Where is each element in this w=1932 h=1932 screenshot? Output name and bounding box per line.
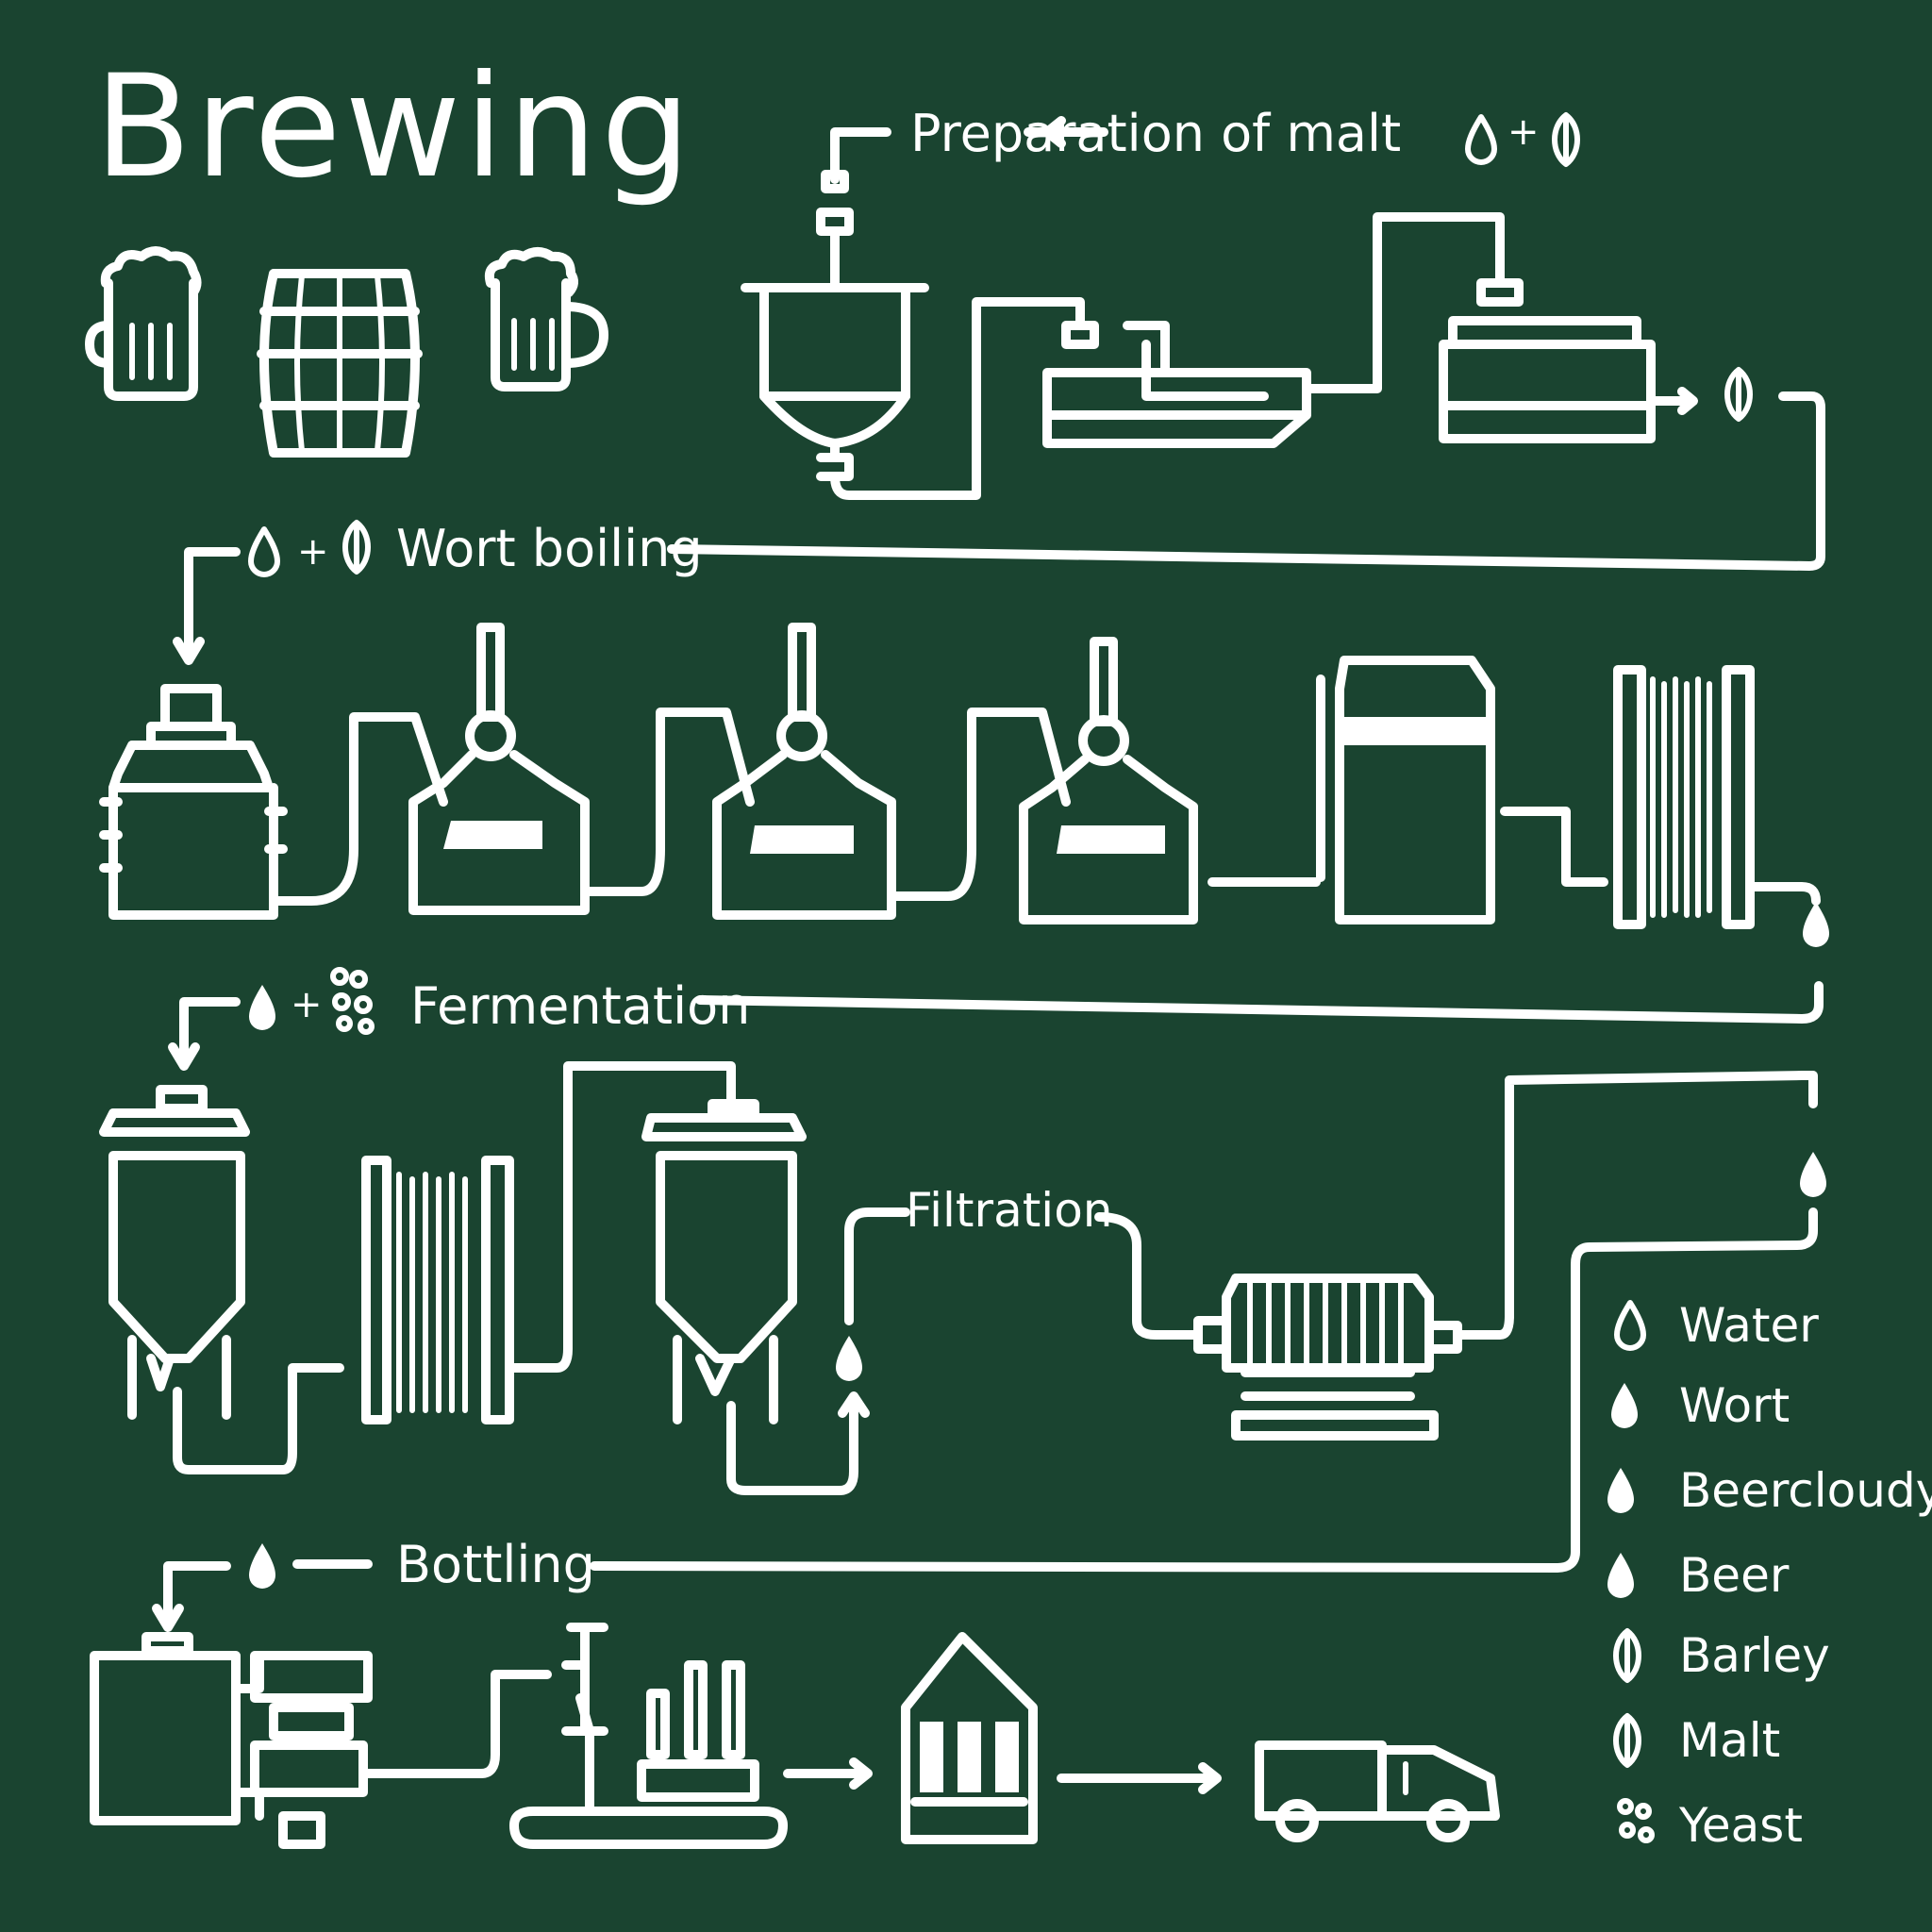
legend-label-wort: Wort xyxy=(1679,1378,1790,1433)
fermentation-row xyxy=(99,967,1826,1573)
boil-kettle-1 xyxy=(408,623,755,915)
heat-exchanger-1 xyxy=(1613,665,1821,929)
beer-crate xyxy=(901,1632,1222,1844)
water-drop-icon-2 xyxy=(251,529,277,575)
legend-wort-icon xyxy=(1611,1383,1638,1428)
stage-label-bottling: Bottling xyxy=(396,1535,595,1594)
malt-icon-2 xyxy=(345,523,368,572)
wort-drop-icon-2 xyxy=(249,985,275,1030)
legend xyxy=(1607,1303,1655,1843)
filter-press xyxy=(1193,1071,1818,1441)
stage-label-malt: Preparation of malt xyxy=(910,104,1402,163)
boil-kettle-2 xyxy=(712,623,1071,920)
yeast-icon xyxy=(330,967,375,1035)
legend-label-beer: Beer xyxy=(1679,1548,1790,1603)
plus-sign-3: + xyxy=(291,983,323,1026)
legend-cloudy-beer-icon xyxy=(1607,1468,1634,1513)
cloudy-beer-drop-icon xyxy=(836,1336,862,1381)
heat-exchanger-2 xyxy=(361,1061,736,1424)
legend-label-yeast: Yeast xyxy=(1679,1798,1803,1853)
kiln-box xyxy=(1439,278,1698,443)
plus-sign: + xyxy=(1507,110,1540,154)
beer-drop-icon xyxy=(1800,1152,1826,1197)
water-drop-icon xyxy=(1468,117,1494,162)
fermenter-1 xyxy=(99,1085,344,1474)
wort-boiling-row xyxy=(99,523,1829,1024)
legend-malt-icon xyxy=(1616,1716,1639,1765)
legend-label-barley: Barley xyxy=(1679,1628,1830,1683)
barrel-icon xyxy=(257,269,423,458)
legend-barley-icon xyxy=(1616,1631,1639,1680)
legend-yeast-icon xyxy=(1617,1798,1655,1843)
bottling-line xyxy=(509,1623,873,1849)
plus-sign-2: + xyxy=(297,530,329,574)
legend-label-beercloudy: Beercloudy xyxy=(1679,1463,1932,1518)
bottling-row xyxy=(90,1543,1500,1849)
delivery-truck xyxy=(1255,1740,1500,1842)
stage-label-filtration: Filtration xyxy=(906,1183,1113,1238)
beer-mug-icon xyxy=(85,246,202,401)
wort-drop-icon xyxy=(1803,902,1829,947)
page-title: Brewing xyxy=(94,45,695,209)
boil-kettle-3 xyxy=(1019,637,1321,924)
mash-tun xyxy=(99,684,448,920)
legend-label-malt: Malt xyxy=(1679,1713,1781,1768)
barley-icon xyxy=(1555,115,1577,164)
bright-tank xyxy=(90,1632,552,1849)
legend-label-water: Water xyxy=(1679,1298,1819,1353)
fermenter-2 xyxy=(641,1099,870,1495)
legend-beer-icon xyxy=(1607,1553,1634,1598)
legend-water-icon xyxy=(1617,1303,1643,1348)
malt-preparation-row xyxy=(667,115,1825,571)
germination-box xyxy=(1042,212,1505,448)
whirlpool-tank xyxy=(1316,656,1608,924)
stage-label-boiling: Wort boiling xyxy=(396,519,703,578)
stage-label-fermentation: Fermentation xyxy=(410,976,751,1036)
steeping-tank xyxy=(741,208,1085,500)
beer-drop-icon-2 xyxy=(249,1543,275,1589)
beer-mug-icon-2 xyxy=(484,247,608,391)
malt-icon xyxy=(1727,370,1750,419)
